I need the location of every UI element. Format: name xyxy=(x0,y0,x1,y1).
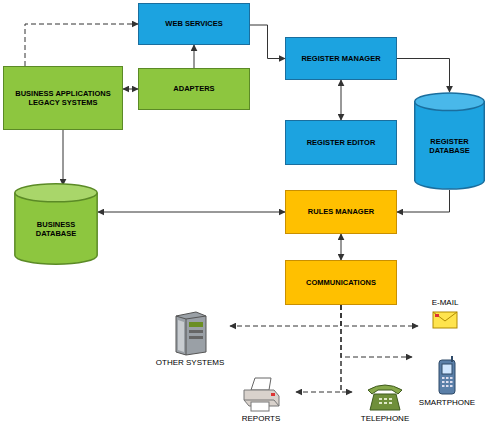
telephone-icon: TELEPHONE xyxy=(352,364,418,424)
smartphone-icon: SMARTPHONE xyxy=(412,346,482,408)
connector xyxy=(250,25,285,59)
printer-icon xyxy=(241,376,281,412)
text-holder: REGISTER DATABASE xyxy=(418,137,481,156)
node-label: ADAPTERS xyxy=(173,84,214,93)
connector xyxy=(194,45,195,68)
text-holder: BUSINESS DATABASE xyxy=(18,220,94,239)
text-holder: ADAPTERS xyxy=(173,84,214,93)
text-holder: SMARTPHONE xyxy=(419,398,475,408)
connector xyxy=(63,130,64,185)
node-label: REGISTER DATABASE xyxy=(418,137,481,156)
manager-box: REGISTER MANAGER xyxy=(285,37,397,80)
telephone-icon xyxy=(366,380,404,412)
node-label: BUSINESS DATABASE xyxy=(18,220,94,239)
connector xyxy=(341,80,342,120)
node-label: COMMUNICATIONS xyxy=(306,278,376,287)
text-holder: OTHER SYSTEMS xyxy=(156,358,224,368)
node-label: TELEPHONE xyxy=(361,414,409,424)
node-label: RULES MANAGER xyxy=(308,207,374,216)
node-label: E-MAIL xyxy=(432,298,459,308)
smartphone-icon xyxy=(436,356,458,396)
database-cylinder: REGISTER DATABASE xyxy=(414,92,485,190)
dashed-connector xyxy=(341,305,352,392)
text-holder: REPORTS xyxy=(242,414,281,424)
communications-box: COMMUNICATIONS xyxy=(285,260,397,305)
email-icon: E-MAIL xyxy=(418,298,472,342)
dashed-connector xyxy=(296,305,341,392)
dashed-connector xyxy=(25,24,138,66)
node-label: OTHER SYSTEMS xyxy=(156,358,224,368)
text-holder: TELEPHONE xyxy=(361,414,409,424)
node-label: WEB SERVICES xyxy=(165,19,222,28)
printer-icon: REPORTS xyxy=(226,360,296,424)
connector xyxy=(397,59,450,93)
server-icon: OTHER SYSTEMS xyxy=(150,296,230,368)
connector xyxy=(341,234,342,260)
database-cylinder: BUSINESS DATABASE xyxy=(14,183,98,265)
text-holder: E-MAIL xyxy=(432,298,459,308)
text-holder: REGISTER EDITOR xyxy=(307,138,376,147)
dashed-connector xyxy=(341,305,412,357)
node-label: REGISTER EDITOR xyxy=(307,138,376,147)
node-label: SMARTPHONE xyxy=(419,398,475,408)
text-holder: COMMUNICATIONS xyxy=(306,278,376,287)
dashed-connector xyxy=(341,305,418,326)
server-icon xyxy=(170,310,210,356)
text-holder: BUSINESS APPLICATIONS LEGACY SYSTEMS xyxy=(9,89,117,108)
connector xyxy=(397,190,450,212)
text-holder: REGISTER MANAGER xyxy=(301,54,380,63)
email-icon xyxy=(432,310,458,330)
rules-box: RULES MANAGER xyxy=(285,190,397,234)
text-holder: RULES MANAGER xyxy=(308,207,374,216)
node-label: REPORTS xyxy=(242,414,281,424)
node-label: BUSINESS APPLICATIONS LEGACY SYSTEMS xyxy=(9,89,117,108)
system-box: BUSINESS APPLICATIONS LEGACY SYSTEMS xyxy=(3,66,123,130)
adapter-box: ADAPTERS xyxy=(138,68,250,110)
editor-box: REGISTER EDITOR xyxy=(285,120,397,165)
dashed-connector xyxy=(230,305,341,326)
node-label: REGISTER MANAGER xyxy=(301,54,380,63)
service-box: WEB SERVICES xyxy=(138,3,250,45)
text-holder: WEB SERVICES xyxy=(165,19,222,28)
connector xyxy=(98,212,285,213)
connector xyxy=(123,89,138,90)
